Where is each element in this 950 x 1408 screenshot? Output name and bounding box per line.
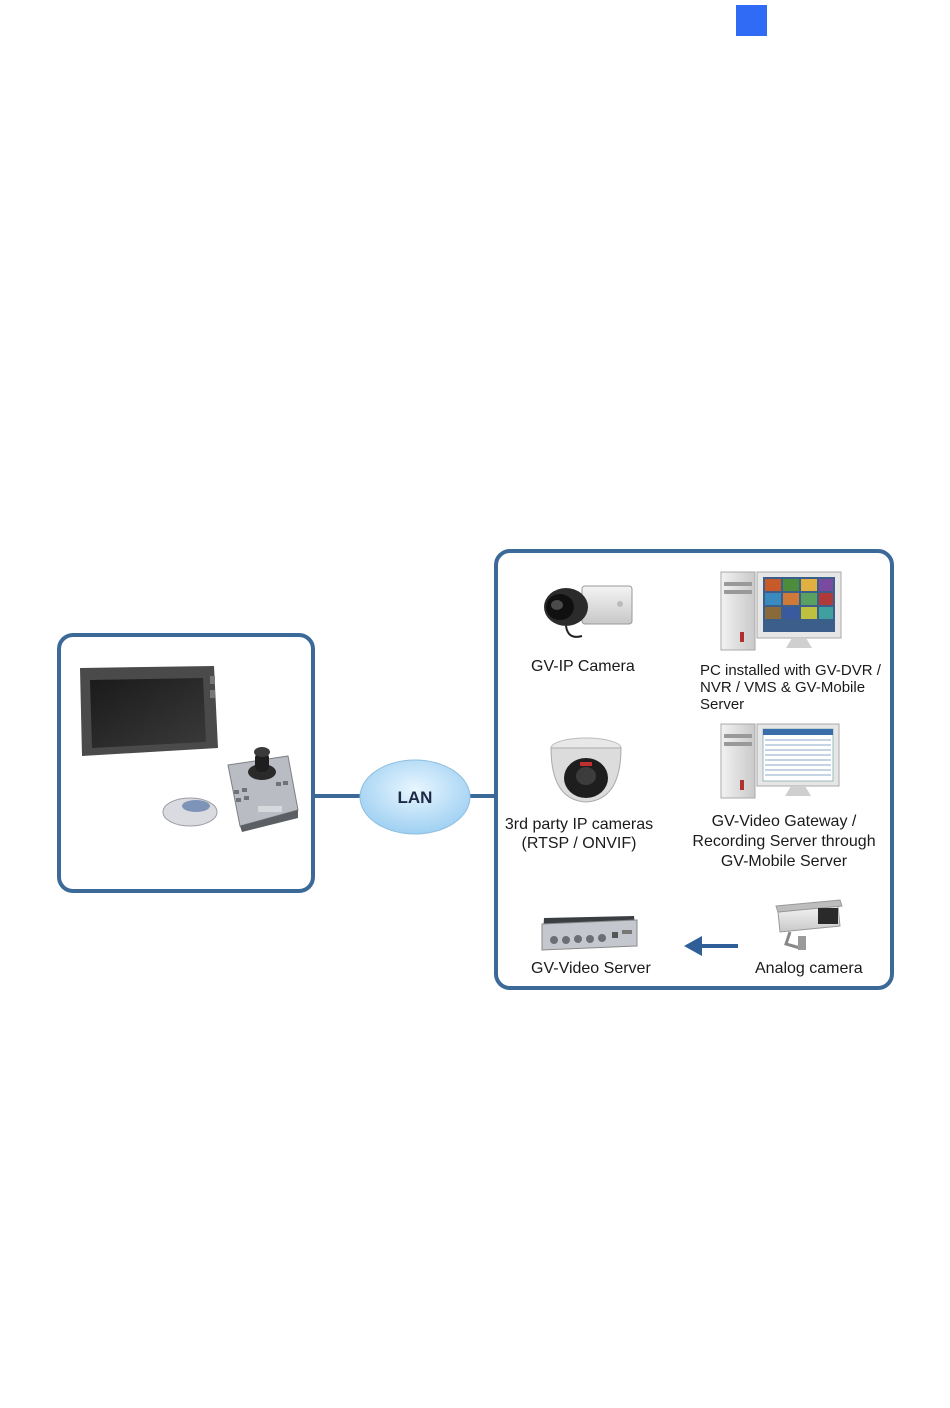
third-party-label-line2: (RTSP / ONVIF)	[500, 834, 658, 853]
pc-dvr-label-line2: NVR / VMS & GV-Mobile	[700, 679, 865, 696]
pc-dvr-label-line3: Server	[700, 696, 744, 713]
arrow-icon	[684, 936, 738, 956]
pc-dvr-label-line1: PC installed with GV-DVR /	[700, 662, 881, 679]
desktop-pc-icon	[721, 724, 839, 798]
gateway-label-line1: GV-Video Gateway /	[684, 812, 884, 831]
analog-camera-icon	[776, 900, 842, 950]
video-server-icon	[542, 916, 637, 950]
gv-ip-camera-label: GV-IP Camera	[531, 657, 635, 676]
mouse-icon	[163, 798, 217, 826]
monitor-icon	[80, 666, 218, 756]
analog-camera-label: Analog camera	[755, 959, 863, 978]
desktop-pc-icon	[721, 572, 841, 650]
gateway-label-line3: GV-Mobile Server	[684, 852, 884, 871]
ptz-keyboard-icon	[228, 747, 298, 832]
gateway-label-line2: Recording Server through	[684, 832, 884, 851]
third-party-label-line1: 3rd party IP cameras	[500, 815, 658, 834]
lan-label: LAN	[380, 788, 450, 808]
dome-camera-icon	[551, 738, 621, 802]
video-server-label: GV-Video Server	[531, 959, 651, 978]
ip-camera-icon	[544, 586, 632, 637]
